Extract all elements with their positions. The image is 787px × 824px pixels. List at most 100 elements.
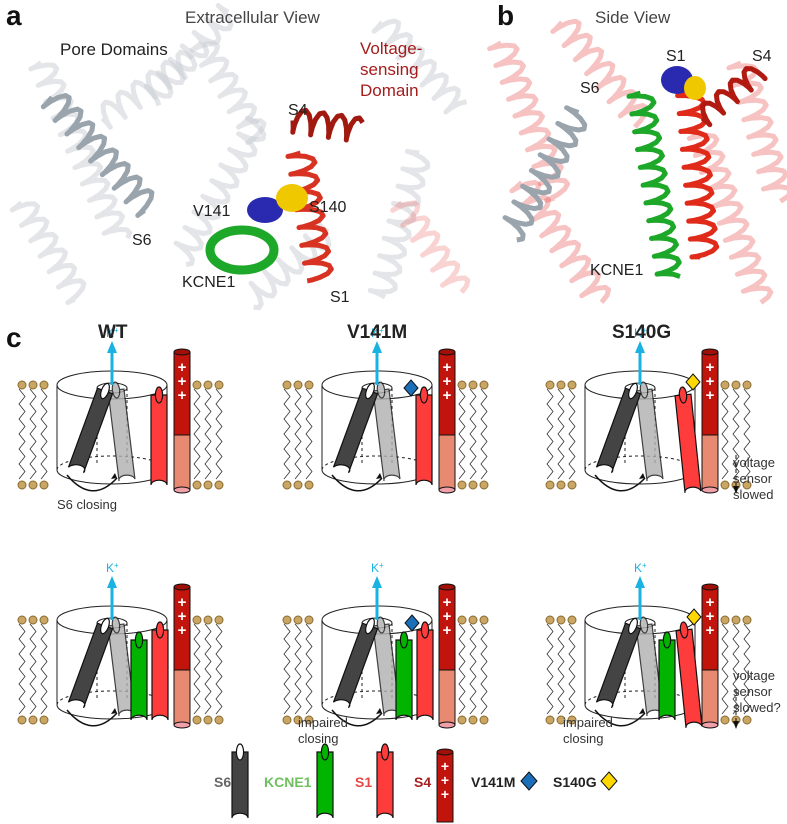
lipid-head xyxy=(556,715,566,725)
s1-label-a: S1 xyxy=(330,289,350,306)
gating-charge: + xyxy=(443,359,452,376)
cylinder-body xyxy=(376,751,394,819)
ghost-helix-b xyxy=(509,180,612,304)
lipid-head xyxy=(39,380,49,390)
legend-s1-cylinder xyxy=(376,743,394,819)
cylinder-body xyxy=(316,751,334,819)
kcne1-helix xyxy=(130,631,148,721)
lipid-head xyxy=(203,715,213,725)
cylinder-top xyxy=(662,631,672,649)
lipid-head xyxy=(214,480,224,490)
lipid-head xyxy=(203,480,213,490)
ghost-helix-b xyxy=(686,130,774,305)
s4-top xyxy=(701,583,719,591)
s4-helix xyxy=(438,348,456,494)
legend-s140g-diamond xyxy=(600,771,618,791)
s4-bottom xyxy=(173,721,191,729)
gating-charge: + xyxy=(178,594,187,611)
v141-spheres xyxy=(247,197,283,223)
gating-charge: + xyxy=(706,594,715,611)
lipid-head xyxy=(457,615,467,625)
k-ion-arrowhead xyxy=(372,341,382,353)
lipid-tail xyxy=(458,623,466,715)
v141m-diamond xyxy=(404,614,420,632)
s140-spheres xyxy=(276,184,308,212)
lipid-head xyxy=(304,715,314,725)
lipid-head xyxy=(567,715,577,725)
s4-helix-b xyxy=(700,66,768,128)
lipid-head xyxy=(214,715,224,725)
cylinder-body xyxy=(150,394,168,486)
lipid-head xyxy=(468,615,478,625)
gating-charge: + xyxy=(178,608,187,625)
pore-domains-label: Pore Domains xyxy=(60,40,168,59)
closing-arrow xyxy=(331,709,383,727)
s4-lower xyxy=(701,669,719,726)
s4-top xyxy=(701,348,719,356)
k-ion-arrowhead xyxy=(635,341,645,353)
s1-helix xyxy=(150,386,168,486)
kcne1-helix-a xyxy=(205,225,279,275)
closing-arrowhead xyxy=(111,473,117,479)
cylinder-top xyxy=(399,631,409,649)
lipid-bilayer-left xyxy=(282,615,314,725)
lipid-head xyxy=(468,380,478,390)
k-ion-charge: + xyxy=(114,326,119,335)
lipid-tail xyxy=(721,388,729,480)
gating-charge: + xyxy=(706,608,715,625)
cylinder-body xyxy=(674,393,702,493)
s1-helix xyxy=(416,621,434,721)
note-voltage-sensor-slowed: voltage sensor slowed xyxy=(733,455,775,502)
s6-helix xyxy=(332,617,379,709)
closing-arrow xyxy=(66,709,118,727)
cylinder-top xyxy=(134,631,144,649)
cylinder-top xyxy=(111,616,121,634)
lipid-tail xyxy=(40,388,48,480)
lipid-head xyxy=(192,615,202,625)
lipid-head xyxy=(731,615,741,625)
gating-charge: + xyxy=(441,786,449,802)
cylinder-body xyxy=(635,388,664,482)
ghost-helix xyxy=(189,40,267,146)
cylinder-top xyxy=(365,382,375,400)
lipid-head xyxy=(17,715,27,725)
s6-helix-back xyxy=(635,381,664,482)
s4-label-b: S4 xyxy=(752,48,772,65)
gating-charge: + xyxy=(178,359,187,376)
lipid-head xyxy=(214,380,224,390)
s6-helix xyxy=(595,382,642,474)
s6-helix-back xyxy=(107,381,136,482)
lipid-tail xyxy=(480,623,488,715)
legend-kcne1-cylinder xyxy=(316,743,334,819)
lipid-head xyxy=(457,715,467,725)
lipid-head xyxy=(28,480,38,490)
cylinder-body xyxy=(67,387,114,474)
lipid-head xyxy=(293,715,303,725)
s4-top xyxy=(173,583,191,591)
cylinder-top xyxy=(639,616,649,634)
gating-charge: + xyxy=(443,608,452,625)
lipid-head xyxy=(39,715,49,725)
lipid-tail xyxy=(458,388,466,480)
s6-helix-b xyxy=(502,105,588,243)
column-title-v141m: V141M xyxy=(347,322,408,343)
lipid-head xyxy=(545,615,555,625)
note-voltage-sensor-slowed-q: voltage sensor slowed? xyxy=(733,668,781,715)
s4-lower xyxy=(173,434,191,491)
lipid-tail xyxy=(193,623,201,715)
lipid-head xyxy=(457,380,467,390)
cylinder-body xyxy=(107,388,136,482)
s1-helix xyxy=(415,386,433,486)
k-ion-arrowhead xyxy=(107,341,117,353)
panel-a-title: Extracellular View xyxy=(185,8,320,27)
lipid-tail xyxy=(568,388,576,480)
lipid-head xyxy=(203,380,213,390)
cylinder-body xyxy=(67,622,114,709)
s4-lower xyxy=(438,669,456,726)
cylinder-top xyxy=(155,621,165,639)
kcne1-label-a: KCNE1 xyxy=(182,274,236,291)
gating-charge: + xyxy=(706,373,715,390)
lipid-head xyxy=(567,615,577,625)
s6-helix xyxy=(595,617,642,709)
panel-b-title: Side View xyxy=(595,8,671,27)
